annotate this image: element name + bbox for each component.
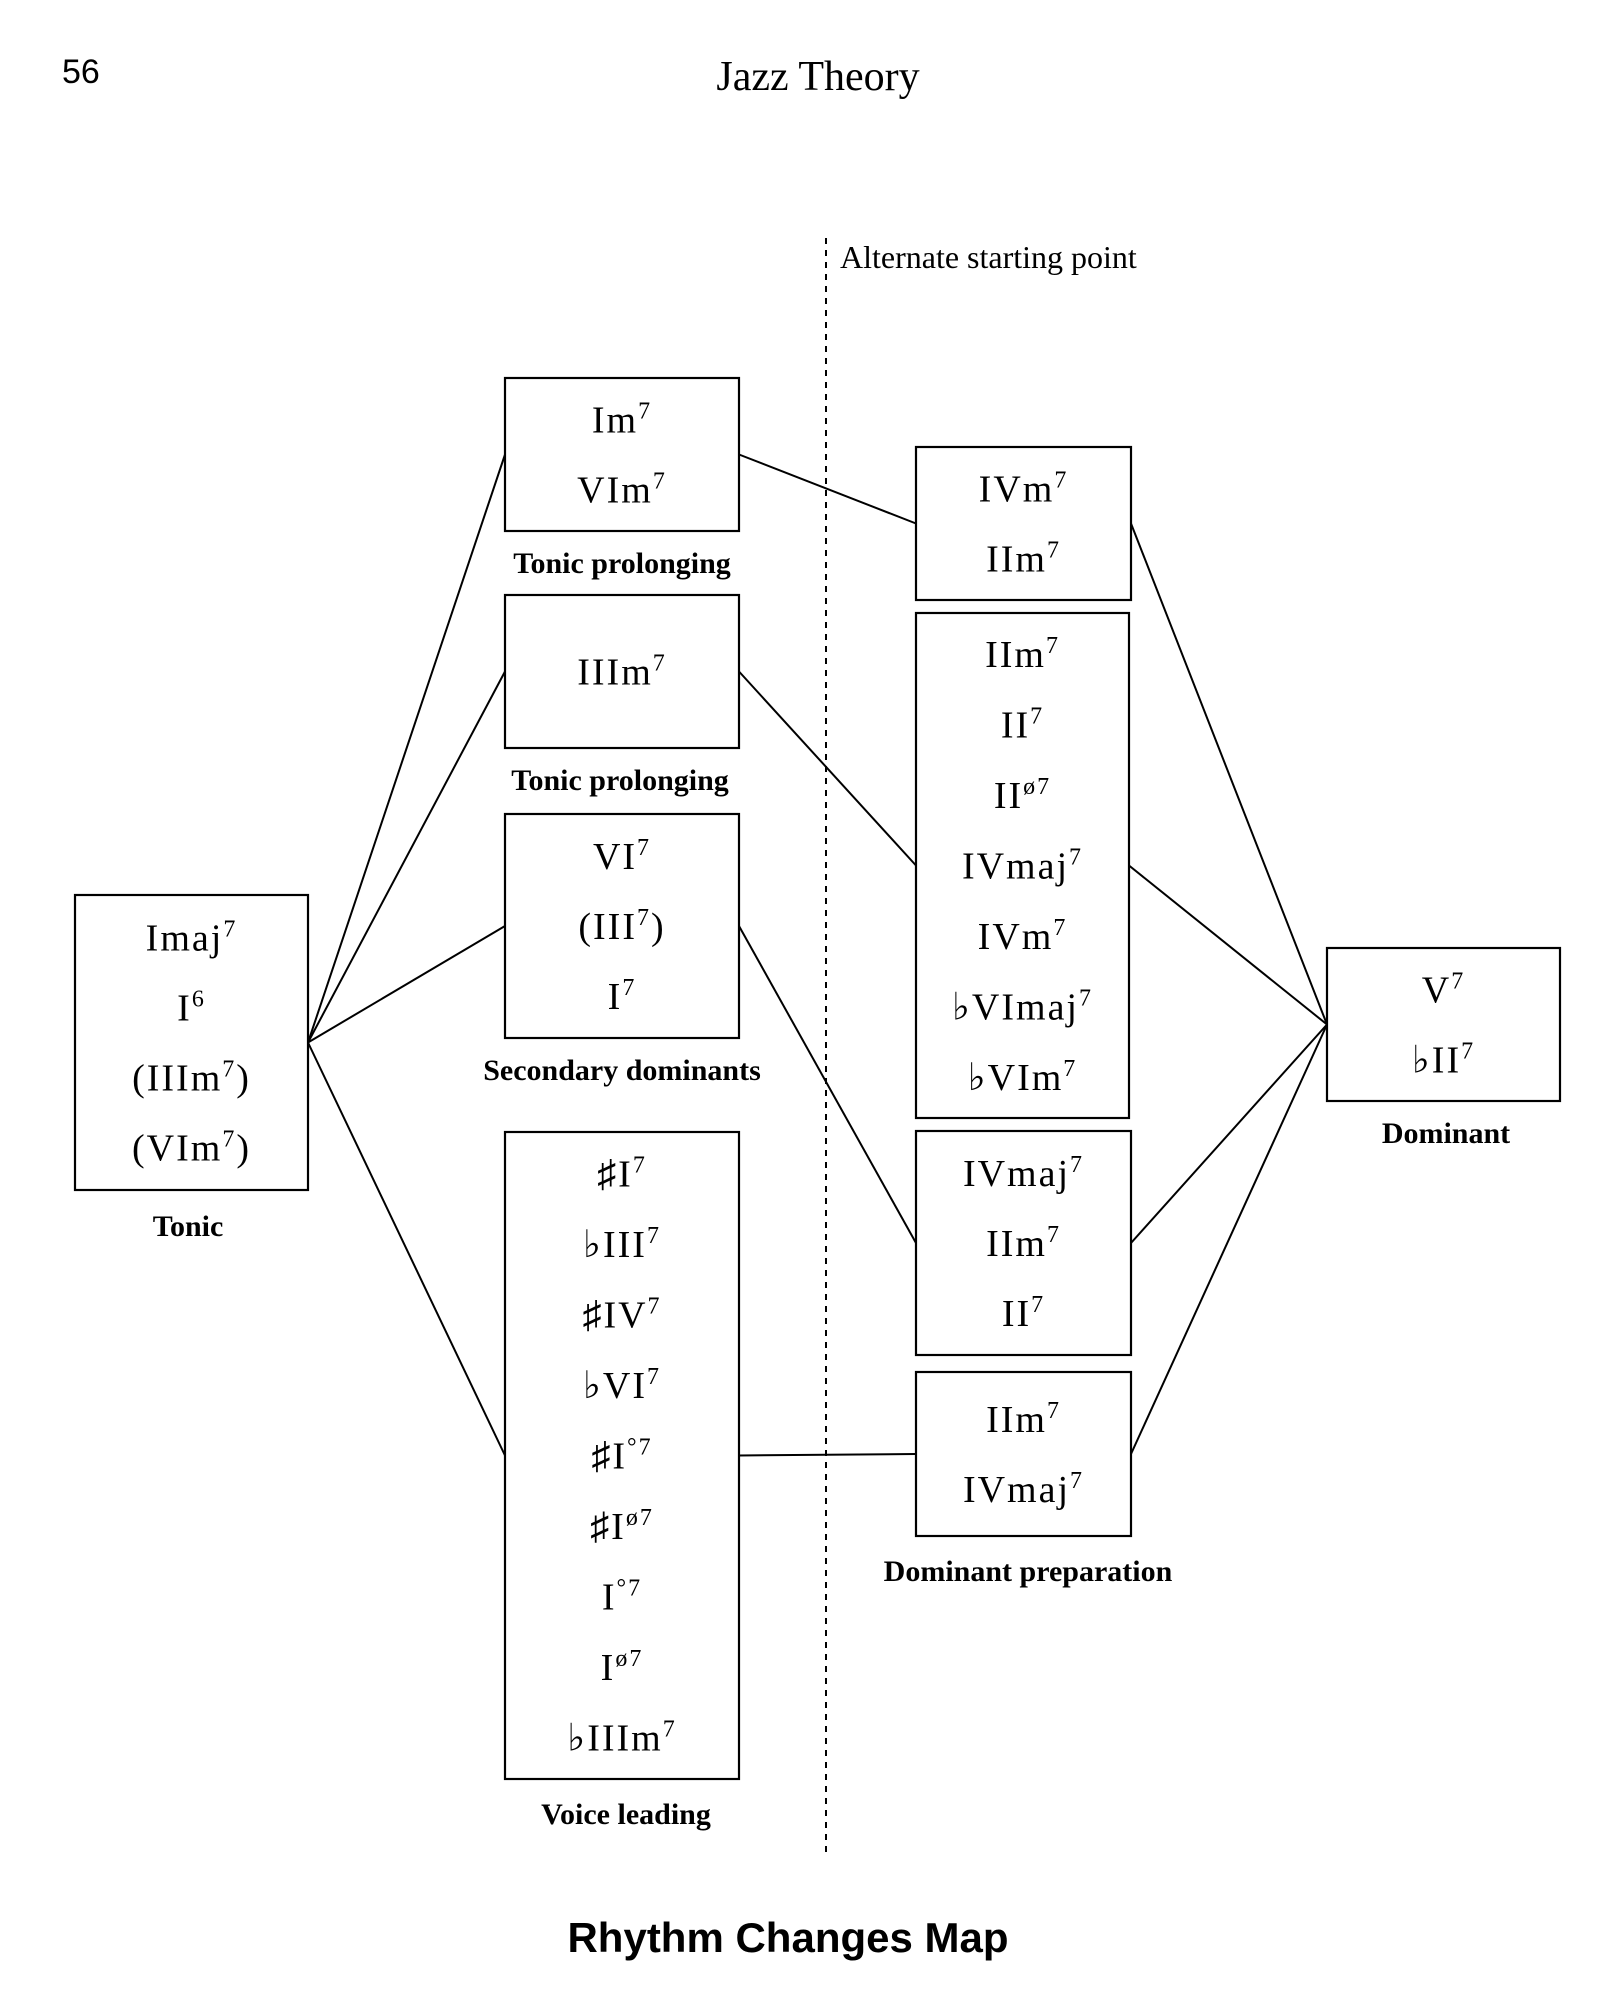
connector-tonic-prolong-1-to-dp1 [738,453,917,525]
chord-symbol: II7 [1001,704,1044,747]
chord-symbol: IIm7 [986,538,1061,581]
chord-symbol: ♭III7 [583,1223,661,1266]
chord-symbol: Im7 [592,399,652,442]
box-label: Voice leading [541,1798,711,1831]
connector-secondary-to-dp3 [738,925,917,1244]
box-frame [914,1370,1133,1538]
box-frame [914,445,1133,602]
chord-symbol: II7 [1002,1292,1045,1335]
figure-title: Rhythm Changes Map [567,1914,1008,1961]
connector-tonic-prolong-2-to-dp2 [738,670,917,867]
chord-symbol: ♯I°7 [591,1435,652,1478]
chord-symbol: IVm7 [979,468,1069,511]
box-frame [503,376,741,533]
chord-symbol: IIm7 [986,1222,1061,1265]
chord-symbol: ♭VI7 [583,1364,661,1407]
chord-symbol: (IIIm7) [132,1057,251,1100]
chord-symbol: Imaj7 [146,917,238,960]
chord-symbol: IVmaj7 [963,1468,1084,1511]
box-frame [1325,946,1562,1103]
chord-symbol: I7 [608,975,637,1018]
chord-symbol: (III7) [578,905,665,948]
chord-symbol: IVmaj7 [963,1152,1084,1195]
connector-dp4-to-dominant [1130,1024,1328,1455]
chord-symbol: Iø7 [601,1646,644,1689]
box-label: Tonic [153,1210,224,1243]
box-frame [914,1129,1133,1357]
box-frame [503,812,741,1040]
box-label: Tonic prolonging [513,547,731,580]
chord-symbol: ♯IV7 [582,1294,661,1337]
chord-symbol: ♭IIIm7 [567,1717,676,1760]
box-frame [503,593,741,750]
chord-symbol: IIø7 [994,774,1051,817]
chord-symbol: I°7 [602,1576,642,1619]
chord-symbol: IIm7 [986,1398,1061,1441]
connector-dp1-to-dominant [1130,523,1328,1025]
connector-dp2-to-dominant [1128,864,1328,1026]
box-frame [73,893,310,1192]
connector-tonic-to-voice [307,1042,506,1456]
chord-symbol: IIm7 [985,633,1060,676]
box-label: Secondary dominants [483,1054,761,1087]
box-frame [914,611,1131,1120]
running-title: Jazz Theory [716,54,919,100]
chord-symbol: I6 [177,987,206,1030]
chord-symbol: ♭VImaj7 [952,986,1093,1029]
page-number: 56 [62,53,100,91]
chord-symbol: V7 [1422,969,1465,1012]
chord-symbol: VI7 [593,835,651,878]
chord-symbol: ♯I7 [597,1153,647,1196]
chord-symbol: (VIm7) [132,1127,251,1170]
box-label: Dominant [1382,1117,1510,1150]
chord-symbol: IIIm7 [577,651,667,694]
connector-tonic-to-secondary [307,925,506,1044]
box-label: Dominant preparation [884,1555,1173,1588]
box-label: Tonic prolonging [511,764,729,797]
connector-tonic-to-tonic-prolong-1 [307,454,506,1043]
chord-symbol: ♭VIm7 [968,1056,1078,1099]
chord-symbol: ♭II7 [1412,1039,1475,1082]
connection-lines [307,453,1328,1457]
connector-tonic-to-tonic-prolong-2 [307,671,506,1043]
connector-voice-to-dp4 [738,1453,917,1457]
chord-symbol: ♯Iø7 [590,1505,654,1548]
connector-dp3-to-dominant [1130,1023,1328,1244]
alternate-start-label: Alternate starting point [840,239,1137,275]
chord-symbol: IVmaj7 [962,845,1083,888]
chord-symbol: IVm7 [978,915,1068,958]
chord-symbol: VIm7 [577,469,667,512]
box-frame [503,1130,741,1781]
